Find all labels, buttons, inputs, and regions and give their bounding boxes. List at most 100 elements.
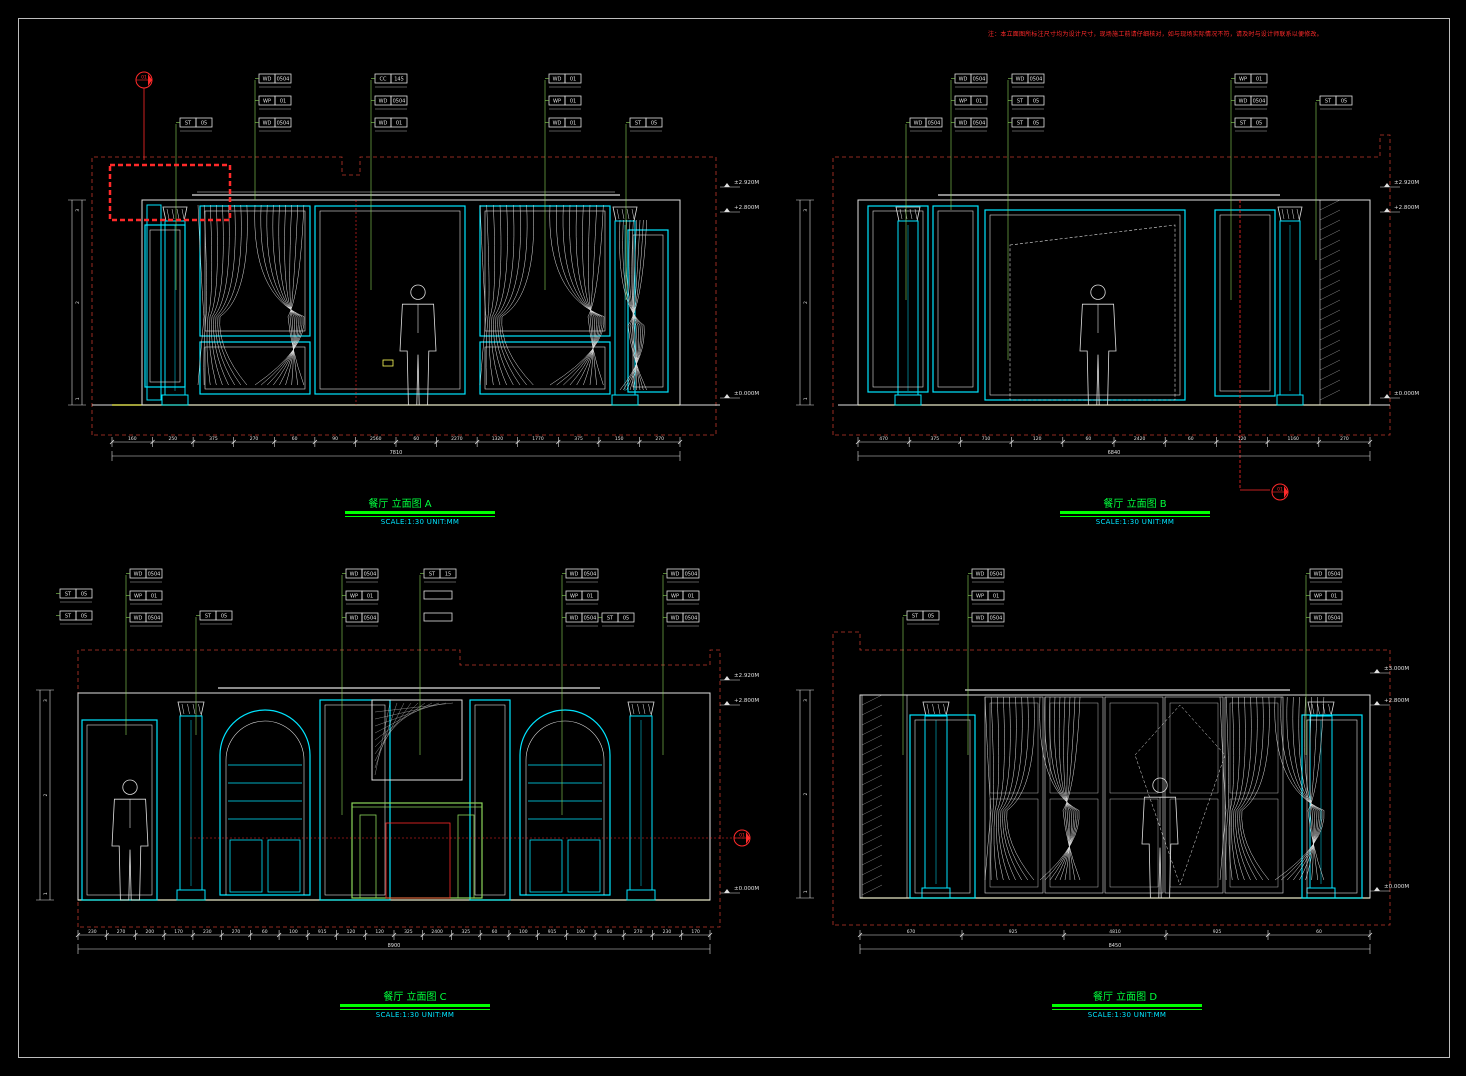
callout-tag: WD — [959, 121, 968, 127]
callout-code: 01 — [1331, 594, 1337, 600]
level-label: ±0.000M — [734, 886, 759, 892]
dimension-label: 120 — [1238, 436, 1247, 442]
callout-tag: WP — [976, 594, 984, 600]
material-callout: WD 0504 — [663, 568, 700, 583]
curtain — [619, 219, 647, 391]
side-panel — [932, 205, 979, 393]
callout-tag: WD — [671, 572, 680, 578]
doorway-frame — [984, 209, 1186, 401]
callout-code: 05 — [1341, 99, 1347, 105]
callout-code: 01 — [587, 594, 593, 600]
vertical-dimension: 2 — [75, 301, 81, 304]
level-label: +2.800M — [734, 205, 759, 211]
callout-tag: WD — [379, 121, 388, 127]
callout-code: 01 — [151, 594, 157, 600]
dimension-label: 470 — [879, 436, 888, 442]
dimension-label: 160 — [128, 436, 137, 442]
detail-highlight — [108, 163, 232, 222]
dimension-label: 60 — [607, 929, 613, 935]
callout-code: 01 — [976, 99, 982, 105]
callout-code: 05 — [1033, 99, 1039, 105]
callout-code: 01 — [396, 121, 402, 127]
column-capital — [162, 206, 188, 222]
callout-tag: WD — [263, 77, 272, 83]
callout-tag: WD — [1314, 572, 1323, 578]
fireplace-mantel — [351, 802, 483, 899]
dimension-label: 150 — [615, 436, 624, 442]
dimension-label: 270 — [117, 929, 126, 935]
dimension-label: 1770 — [532, 436, 544, 442]
vertical-dimension: 1 — [803, 397, 809, 400]
vertical-dimension: 1 — [803, 890, 809, 893]
dimension-label: 200 — [146, 929, 155, 935]
title-b: 餐厅 立面图 B — [1103, 499, 1167, 510]
vertical-dimension: 1 — [75, 397, 81, 400]
callout-code: 0504 — [685, 572, 698, 578]
callout-code: 0504 — [928, 121, 941, 127]
callout-code: 0504 — [393, 99, 406, 105]
dimension-label: 325 — [404, 929, 413, 935]
dimension-label: 100 — [289, 929, 298, 935]
side-panel — [1214, 209, 1276, 397]
title-a-underline — [345, 511, 495, 514]
title-b-underline-thin — [1060, 516, 1210, 517]
callout-tag: ST — [1240, 121, 1247, 127]
human-scale-figure — [1079, 284, 1117, 406]
column-base — [611, 394, 639, 406]
callout-tag: ST — [1325, 99, 1332, 105]
column-capital — [1277, 206, 1303, 222]
level-label: ±2.920M — [734, 180, 759, 186]
callout-tag: WD — [1016, 77, 1025, 83]
dimension-label: 230 — [663, 929, 672, 935]
callout-code: 05 — [221, 614, 227, 620]
dimension-label: 230 — [88, 929, 97, 935]
callout-code: 05 — [201, 121, 207, 127]
pilaster-panel — [319, 699, 391, 901]
callout-tag: WD — [134, 616, 143, 622]
section-marker: 01 — [733, 829, 751, 847]
callout-tag: ST — [429, 572, 436, 578]
curtain — [1274, 696, 1325, 881]
callout-tag: WP — [350, 594, 358, 600]
curtain — [254, 204, 305, 386]
callout-code: 01 — [570, 121, 576, 127]
french-doors — [984, 696, 1284, 894]
dimension-label: 925 — [1213, 929, 1222, 935]
callout-code: 01 — [280, 99, 286, 105]
vertical-dimension: 1 — [43, 892, 49, 895]
callout-code: 0504 — [990, 616, 1003, 622]
side-panel — [144, 224, 186, 388]
callout-code: 01 — [570, 77, 576, 83]
callout-code: 01 — [570, 99, 576, 105]
dimension-label: 270 — [655, 436, 664, 442]
title-d: 餐厅 立面图 D — [1092, 992, 1158, 1003]
level-label: ±2.920M — [1394, 180, 1419, 186]
callout-code: 0504 — [1030, 77, 1043, 83]
dimension-label: 710 — [982, 436, 991, 442]
side-panel — [867, 205, 929, 393]
level-label: ±2.920M — [734, 673, 759, 679]
mirror-panel — [371, 699, 463, 781]
structure-outline — [77, 649, 721, 928]
callout-tag: WD — [570, 572, 579, 578]
curtain — [479, 204, 534, 386]
